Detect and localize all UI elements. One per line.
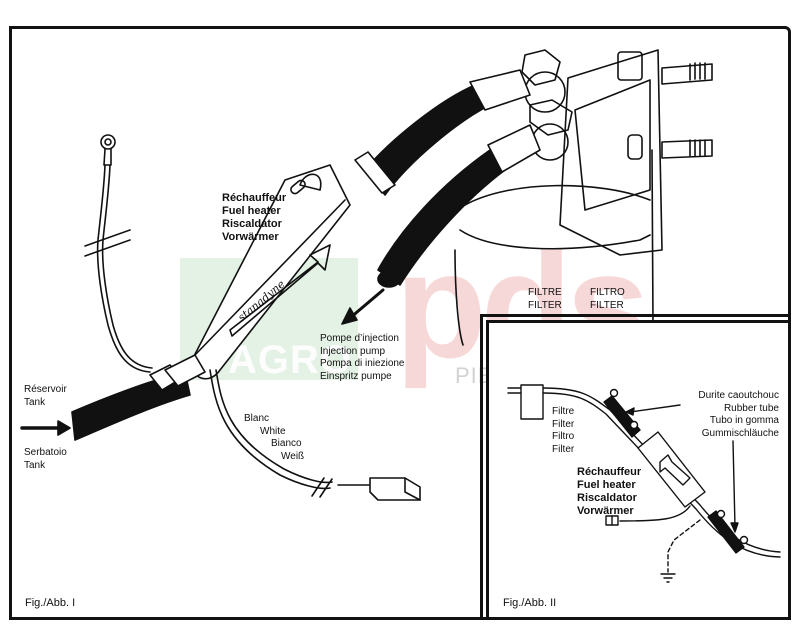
fig1-tank-label-top: Réservoir Tank xyxy=(24,384,67,408)
fig2-heater-body xyxy=(637,431,706,508)
fig1-tank-label-bottom: Serbatoio Tank xyxy=(24,447,67,471)
white-wire xyxy=(209,369,331,490)
fig2-lower-rubber-tube xyxy=(707,510,745,554)
banjo-nut-top xyxy=(521,49,561,86)
figure-2-caption: Fig./Abb. II xyxy=(503,597,557,609)
fig1-filter-label-right: FILTRO FILTER xyxy=(590,287,625,311)
ground-terminal-icon xyxy=(100,134,116,166)
ground-wire xyxy=(96,164,151,373)
fig2-tube-leader-2 xyxy=(732,440,736,528)
inlet-clamp xyxy=(164,354,206,387)
pump-outlet-arrow xyxy=(348,288,385,320)
fig2-tube-leader xyxy=(629,404,681,413)
fig1-pump-label: Pompe d’injection Injection pump Pompa d… xyxy=(320,333,405,382)
figure-2-outer-frame xyxy=(480,314,791,620)
heater-flow-arrow xyxy=(229,244,331,337)
fig2-heater-label: Réchauffeur Fuel heater Riscaldator Vorw… xyxy=(577,466,642,517)
fig1-heater-label: Réchauffeur Fuel heater Riscaldator Vorw… xyxy=(222,192,287,243)
wire-break-mark xyxy=(84,229,131,247)
fig2-fuel-line xyxy=(542,387,781,553)
figure-1-caption: Fig./Abb. I xyxy=(25,597,76,609)
hose-clamp xyxy=(354,151,396,194)
wire-break-mark-2 xyxy=(311,477,325,497)
fig1-filter-label-left: FILTRE FILTER xyxy=(528,287,562,311)
fig2-tube-label: Durite caoutchouc Rubber tube Tubo in go… xyxy=(698,390,779,439)
figure-2-frame xyxy=(486,320,791,620)
fig1-wire-label: Blanc White Bianco Weiß xyxy=(244,413,305,462)
fig2-filter-label: Filtre Filter Filtro Filter xyxy=(552,406,575,455)
fig2-ground-wire xyxy=(667,519,701,573)
fig2-heater-wire xyxy=(619,505,691,522)
filter-body-left xyxy=(454,249,464,346)
banjo-nut-bottom xyxy=(529,99,573,136)
fig2-ground-icon xyxy=(660,573,676,583)
fig2-heater-arrow-icon xyxy=(659,454,691,486)
filter-body-right xyxy=(651,149,654,326)
filter-head-bracket xyxy=(559,49,663,256)
fig2-filter-icon xyxy=(520,384,544,420)
